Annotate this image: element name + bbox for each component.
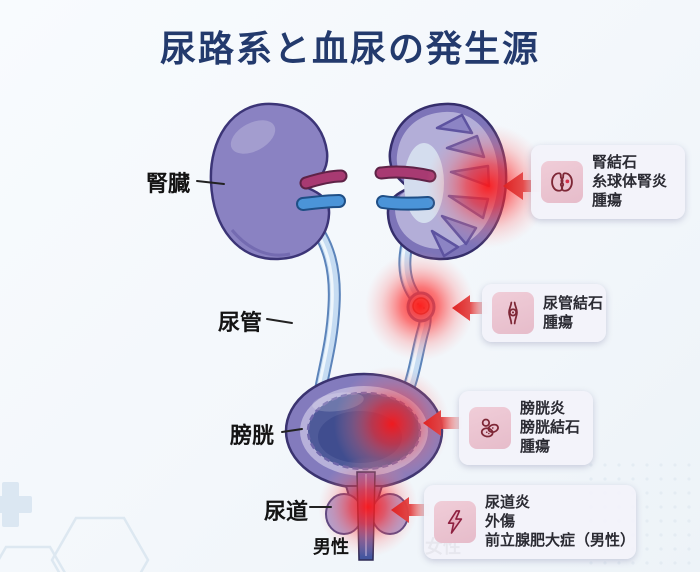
callout-line: 尿道炎	[485, 494, 531, 511]
label-male: 男性	[313, 537, 349, 557]
medical-cross-shape	[0, 482, 32, 527]
kidneys-icon	[541, 160, 583, 203]
arrow-bladder	[423, 410, 462, 436]
ureter-stone-icon	[492, 292, 534, 334]
hexagon-outline	[50, 516, 150, 572]
callout-line: 前立腺肥大症（男性）	[485, 532, 636, 550]
ureter-glow	[365, 251, 475, 361]
callout-line: 膀胱結石	[520, 419, 581, 437]
diagram-title: 尿路系と血尿の発生源	[159, 28, 540, 69]
callout-line: 外傷	[485, 513, 516, 531]
lightning-icon	[434, 500, 476, 543]
hexagon-outline	[0, 545, 66, 572]
label-pointer-lines	[196, 180, 332, 508]
urethra-glow	[318, 457, 418, 557]
arrow-urethra	[391, 497, 430, 523]
left-renal-vessels	[296, 169, 348, 211]
bladder-glow	[334, 366, 450, 482]
left-kidney	[209, 102, 331, 261]
callout-line: 腫瘍	[543, 314, 574, 331]
left-ureter	[301, 211, 341, 405]
callout-line: 腫瘍	[520, 438, 551, 456]
callout-kidney-causes: 腎結石 糸球体腎炎 腫瘍	[531, 145, 685, 219]
callout-line: 腎結石	[592, 154, 638, 171]
arrow-kidney	[503, 172, 543, 200]
callout-ureter-causes: 尿管結石 腫瘍	[482, 284, 606, 342]
callout-urethra-causes: 尿道炎 外傷 前立腺肥大症（男性）	[424, 485, 636, 559]
callout-bladder-causes: 膀胱炎 膀胱結石 腫瘍	[459, 391, 593, 465]
callout-line: 膀胱炎	[520, 400, 566, 417]
callout-line: 糸球体腎炎	[592, 173, 668, 191]
hematuria-glows	[318, 124, 550, 557]
callout-line: 腫瘍	[592, 192, 623, 210]
label-bladder: 膀胱	[229, 423, 274, 448]
bladder-stones-icon	[469, 406, 511, 449]
label-urethra: 尿道	[263, 499, 308, 524]
right-renal-vessels	[374, 165, 437, 211]
callout-line: 尿管結石	[543, 294, 604, 312]
label-ureter: 尿管	[217, 310, 262, 335]
kidney-glow	[426, 124, 550, 248]
arrow-ureter	[452, 295, 488, 321]
callout-arrows	[391, 172, 543, 523]
label-kidney: 腎臓	[145, 171, 190, 196]
